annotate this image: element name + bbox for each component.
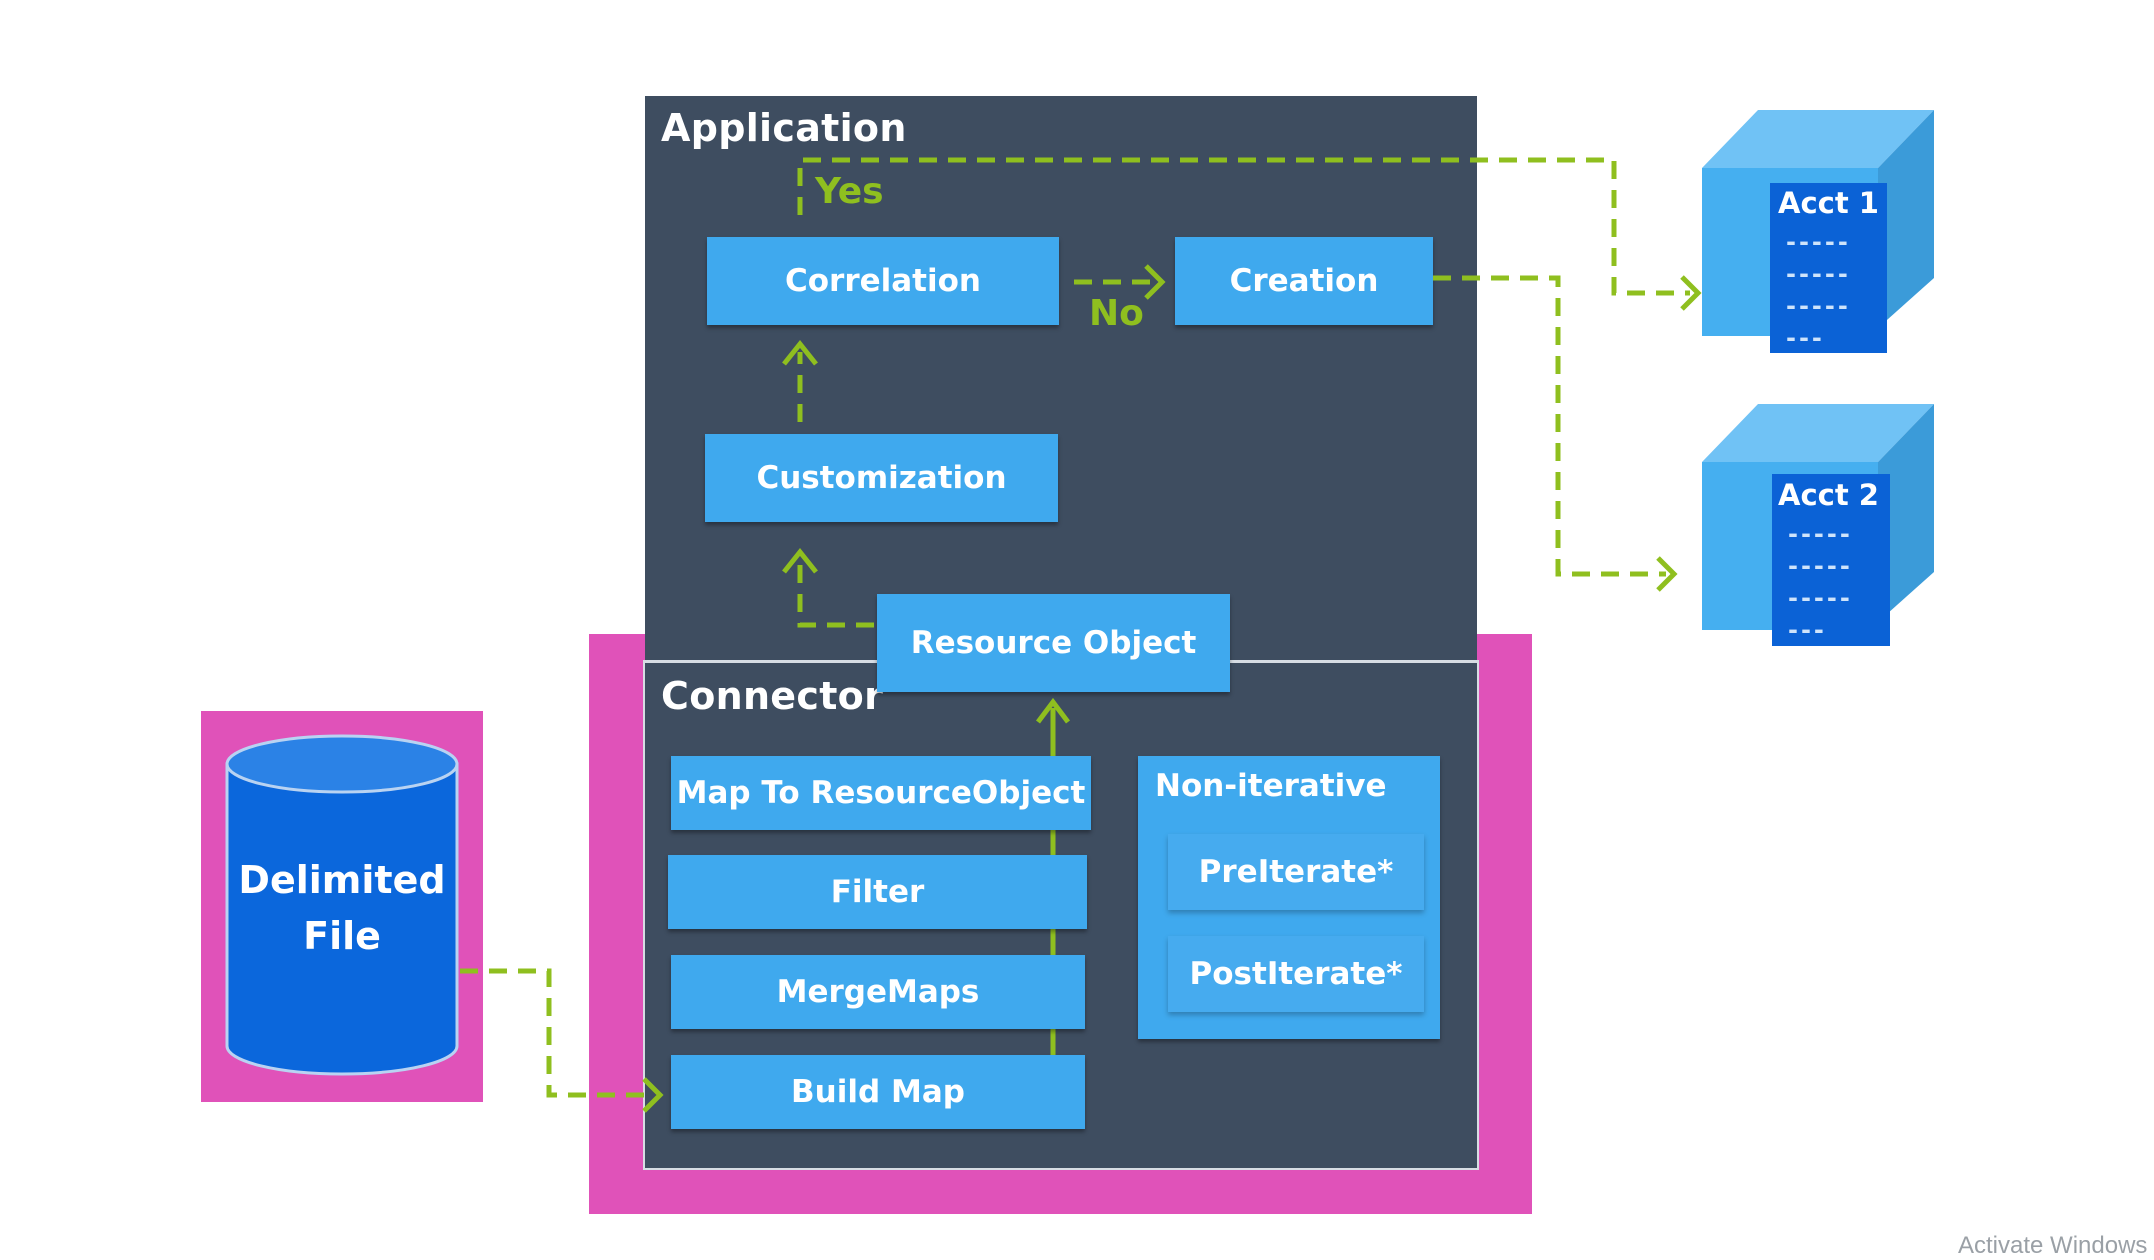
acct-2-line: --- xyxy=(1788,616,1827,644)
acct-1-line: --- xyxy=(1786,324,1825,352)
map-to-resource-object-box[interactable]: Map To ResourceObject xyxy=(671,756,1091,830)
acct-1-line: ----- xyxy=(1786,292,1851,320)
build-map-box[interactable]: Build Map xyxy=(671,1055,1085,1129)
preiterate-box[interactable]: PreIterate* xyxy=(1168,834,1424,910)
acct-2-line: ----- xyxy=(1788,552,1853,580)
yes-label: Yes xyxy=(815,171,884,212)
resource-to-customization-arrow xyxy=(797,560,874,628)
connector-panel-outline xyxy=(643,660,1479,1170)
acct-1-lines: ----- ----- ----- --- xyxy=(1786,226,1851,354)
acct-2-label: Acct 2 xyxy=(1778,478,1879,512)
merge-maps-box[interactable]: MergeMaps xyxy=(671,955,1085,1029)
yes-arrow xyxy=(797,157,1690,296)
acct-1-label: Acct 1 xyxy=(1778,186,1879,220)
application-panel: Application xyxy=(645,96,1477,660)
postiterate-box[interactable]: PostIterate* xyxy=(1168,936,1424,1012)
delimited-file-line1: Delimited xyxy=(238,858,446,902)
application-title: Application xyxy=(661,106,907,150)
non-iterative-title: Non-iterative xyxy=(1155,768,1387,804)
acct-2-line: ----- xyxy=(1788,520,1853,548)
acct-1-line: ----- xyxy=(1786,260,1851,288)
customization-box[interactable]: Customization xyxy=(705,434,1058,522)
acct-1-line: ----- xyxy=(1786,228,1851,256)
no-label: No xyxy=(1089,293,1144,334)
delimited-file-line2: File xyxy=(303,914,381,958)
filter-box[interactable]: Filter xyxy=(668,855,1087,929)
resource-object-box[interactable]: Resource Object xyxy=(877,594,1230,692)
acct-2-server-icon xyxy=(1702,404,1934,646)
file-to-buildmap-arrow xyxy=(460,968,652,1098)
activate-windows-watermark: Activate Windows xyxy=(1958,1232,2148,1259)
creation-box[interactable]: Creation xyxy=(1175,237,1433,325)
connector-title: Connector xyxy=(661,674,884,718)
acct-1-server-icon xyxy=(1702,110,1934,353)
delimited-file-cylinder xyxy=(225,734,459,1076)
non-iterative-panel: Non-iterative PreIterate* PostIterate* xyxy=(1138,756,1440,1039)
correlation-box[interactable]: Correlation xyxy=(707,237,1059,325)
acct-2-lines: ----- ----- ----- --- xyxy=(1788,518,1853,646)
acct-2-line: ----- xyxy=(1788,584,1853,612)
creation-to-acct2-arrow xyxy=(1433,275,1666,577)
delimited-file-label: Delimited File xyxy=(226,852,458,964)
